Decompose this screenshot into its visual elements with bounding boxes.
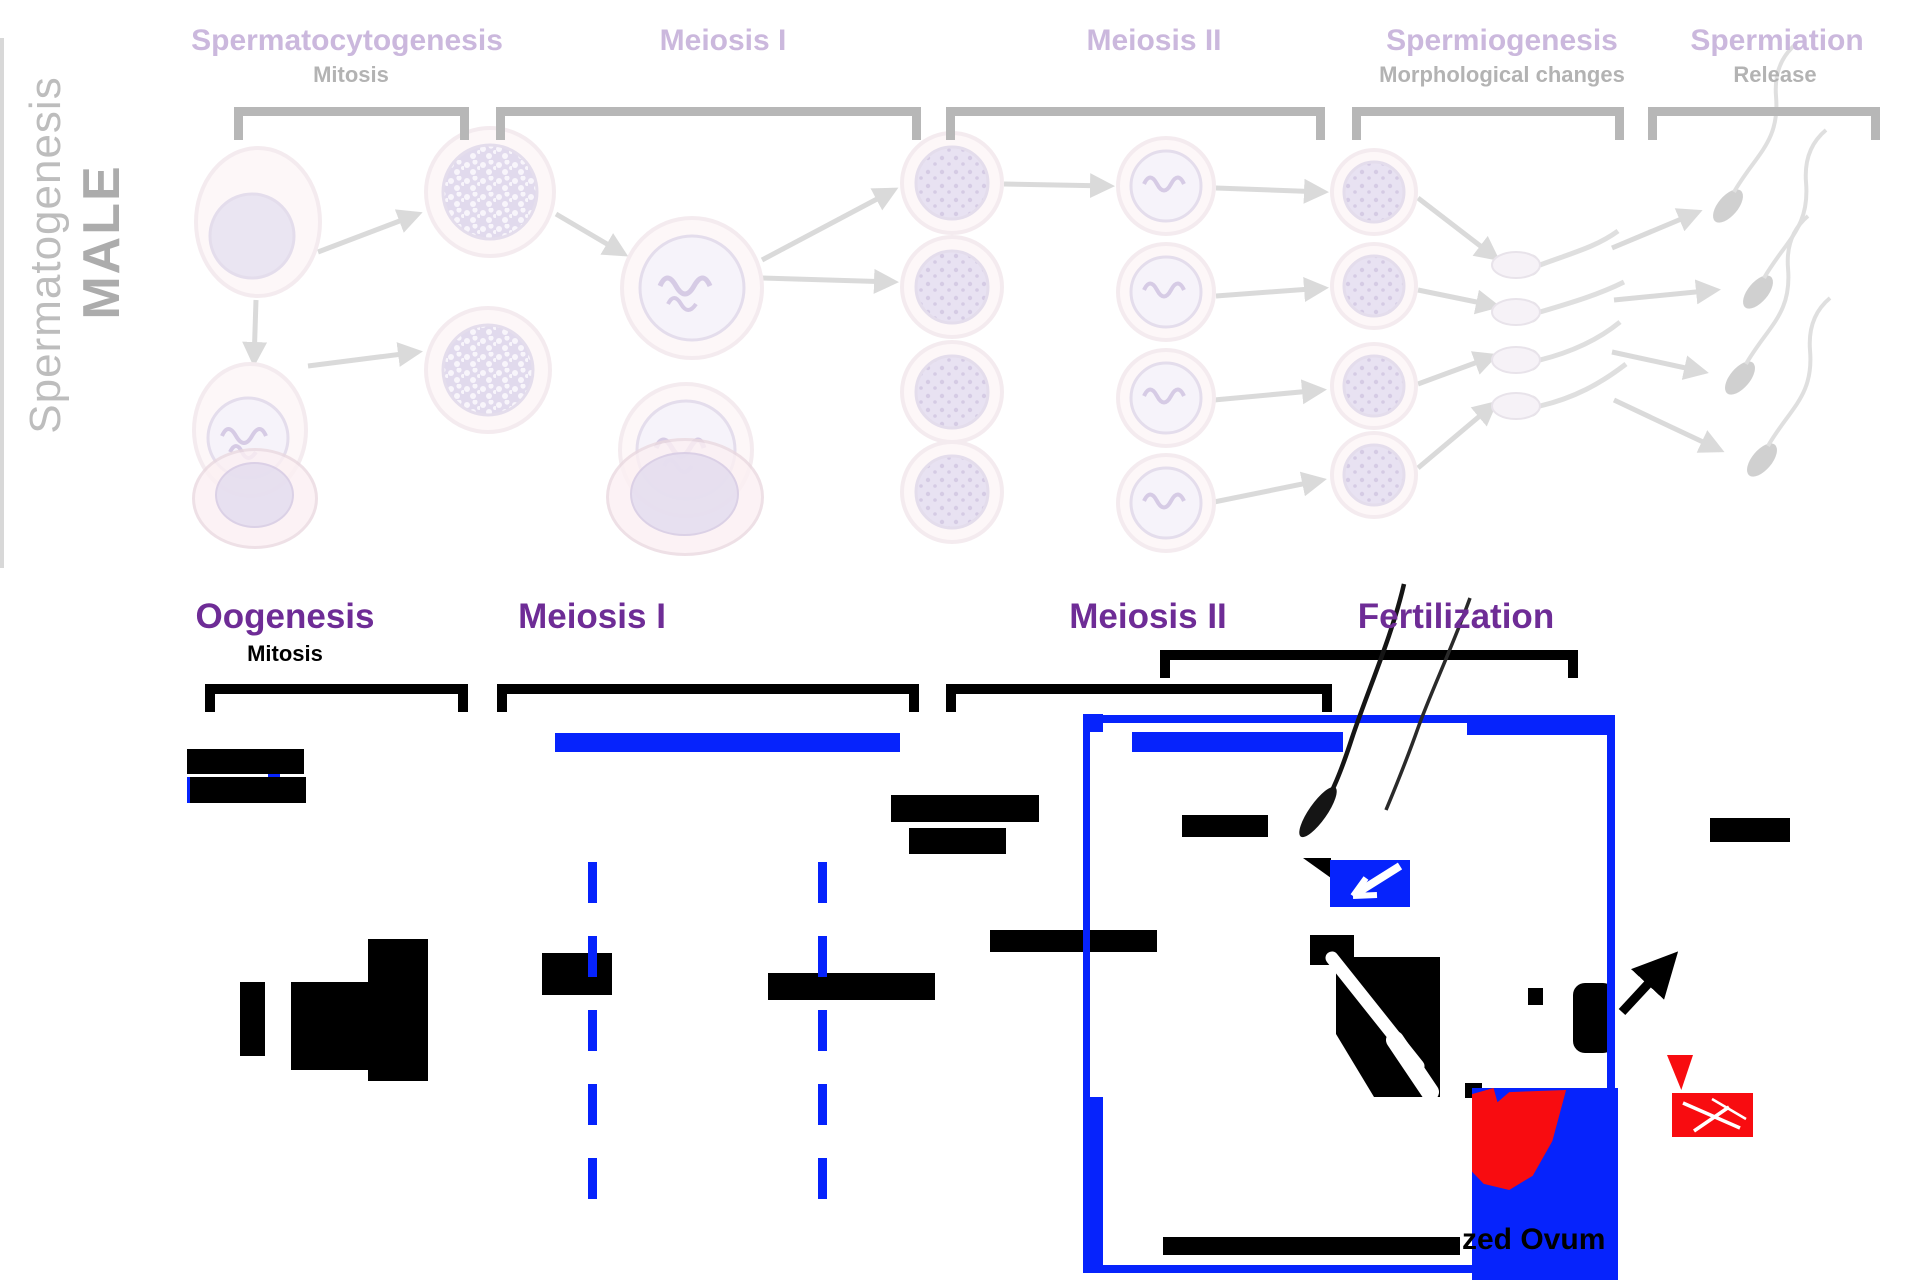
released-sperm <box>1713 42 1832 477</box>
side-title-spermatogenesis: Spermatogenesis <box>21 76 70 434</box>
sperm-head <box>1299 786 1337 838</box>
redaction-blob-egg-sperm <box>1336 957 1440 1097</box>
bracket-spermiogenesis <box>1352 107 1624 140</box>
fert-box-border-top <box>1083 715 1615 723</box>
stage-title-meiosis2-female: Meiosis II <box>1069 597 1227 636</box>
fert-box-border-left <box>1083 714 1090 1273</box>
stage-sub-mitosis-female: Mitosis <box>247 641 323 666</box>
redaction-block-label <box>187 749 304 774</box>
stage-sub-release: Release <box>1733 62 1817 87</box>
red-fragment <box>1667 1055 1693 1090</box>
redaction-block <box>990 930 1157 952</box>
redaction-block-cell <box>291 982 368 1070</box>
bracket-spermatocytogenesis <box>234 107 469 140</box>
redaction-block-small <box>1528 988 1543 1005</box>
stage-title-spermiation: Spermiation <box>1690 24 1864 57</box>
redaction-block-label <box>891 795 1039 822</box>
redaction-block <box>542 953 612 995</box>
redaction-block-label <box>1182 815 1268 837</box>
stage-arrows <box>242 173 1725 505</box>
stage-title-meiosis1-female: Meiosis I <box>518 597 666 636</box>
stage-sub-mitosis-male: Mitosis <box>313 62 389 87</box>
exit-arrow <box>1618 951 1679 1016</box>
blue-sliver <box>268 774 280 777</box>
bracket-oogenesis-mitosis <box>205 684 468 712</box>
blue-sliver <box>187 777 190 803</box>
blue-redaction-bar <box>1132 732 1343 752</box>
spermatogenesis-cells-artwork <box>192 42 1832 553</box>
stage-title-spermatocytogenesis: Spermatocytogenesis <box>191 24 503 57</box>
dashed-division-line <box>818 862 827 1200</box>
redaction-block-cell <box>368 939 428 1081</box>
bracket-meiosis1-female <box>497 684 919 712</box>
fert-box-border-right <box>1607 715 1615 1280</box>
fert-box-border-left-thick <box>1083 1097 1103 1273</box>
stage-title-meiosis1-male: Meiosis I <box>659 24 787 57</box>
side-title-male: MALE <box>73 164 131 320</box>
fertilized-ovum-caption: zed Ovum <box>1462 1223 1606 1256</box>
stage-title-fertilization: Fertilization <box>1357 597 1555 636</box>
bracket-spermiation <box>1648 107 1880 140</box>
redaction-block-label <box>1710 818 1790 842</box>
bracket-fertilization <box>1160 650 1578 678</box>
stage-title-oogenesis: Oogenesis <box>195 597 375 636</box>
sperm-head-fragment <box>1303 858 1331 878</box>
redaction-block-cell <box>240 982 265 1056</box>
redaction-block-caption <box>1163 1237 1460 1255</box>
maturing-sperm-bundle <box>1491 228 1628 420</box>
faint-oogonium-nucleus <box>215 462 294 528</box>
red-arrow-block <box>1672 1093 1753 1137</box>
fert-box-border-bottom <box>1090 1265 1618 1273</box>
redaction-block-label <box>909 828 1006 854</box>
bracket-meiosis1-male <box>496 107 921 140</box>
left-margin-line <box>0 38 4 568</box>
secondary-spermatocyte-cells <box>900 131 1418 553</box>
blue-redaction-bar <box>555 733 900 752</box>
redaction-block-label <box>189 777 306 803</box>
dashed-division-line <box>588 862 597 1200</box>
stage-sub-morphological-changes: Morphological changes <box>1379 62 1625 87</box>
faint-oocyte-nucleus <box>630 452 739 536</box>
stage-title-spermiogenesis: Spermiogenesis <box>1386 24 1618 57</box>
blue-arrow-block <box>1330 860 1410 907</box>
stage-title-meiosis2-male: Meiosis II <box>1086 24 1222 57</box>
redaction-block <box>768 973 935 1000</box>
fert-box-border-top-thick <box>1467 723 1615 735</box>
bracket-meiosis2-female <box>946 684 1332 712</box>
bracket-meiosis2-male <box>946 107 1325 140</box>
